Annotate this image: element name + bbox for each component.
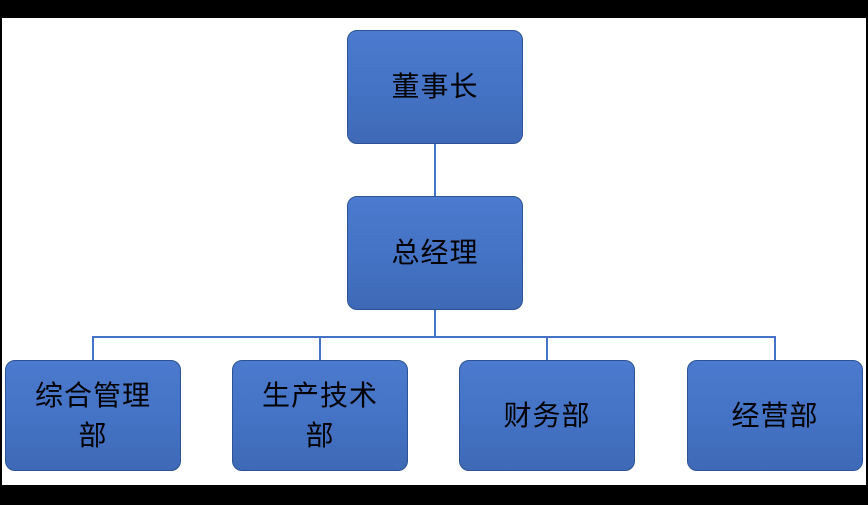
org-node-dept-admin-label: 综合管理部 [34,379,151,451]
connector-drop-dept-production [319,336,321,361]
org-node-dept-production-label: 生产技术部 [261,379,378,451]
org-node-general-manager[interactable]: 总经理 [347,196,523,310]
connector-horizontal-bus [92,336,775,338]
connector-drop-dept-admin [92,336,94,361]
connector-drop-dept-operations [774,336,776,361]
org-node-dept-production[interactable]: 生产技术部 [232,360,408,471]
org-node-chairman-label: 董事长 [391,71,479,102]
org-node-dept-finance[interactable]: 财务部 [459,360,635,471]
org-node-chairman[interactable]: 董事长 [347,30,523,144]
org-node-dept-finance-label: 财务部 [503,399,591,431]
org-node-dept-operations-label: 经营部 [731,399,819,431]
connector-gm-stem [434,310,436,337]
connector-chairman-to-gm [434,144,436,197]
org-node-general-manager-label: 总经理 [391,237,479,268]
org-node-dept-admin[interactable]: 综合管理部 [5,360,181,471]
connector-drop-dept-finance [546,336,548,361]
org-node-dept-operations[interactable]: 经营部 [687,360,863,471]
